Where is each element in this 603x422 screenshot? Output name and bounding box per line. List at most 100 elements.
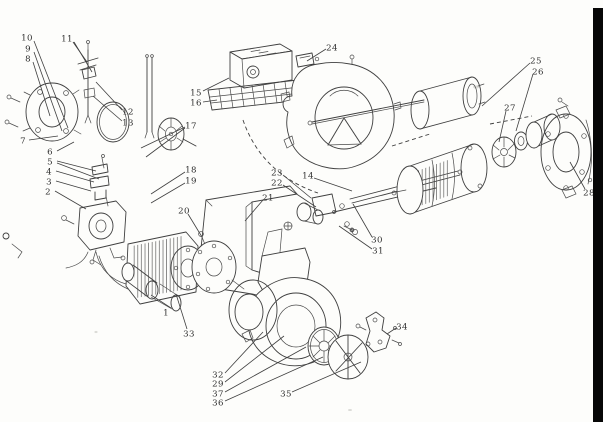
mounting-flange <box>4 82 82 142</box>
part-number-label-10: 10 <box>21 34 33 44</box>
air-tube <box>307 76 486 130</box>
part-number-label-6: 6 <box>47 148 53 158</box>
part-number-label-34: 34 <box>396 323 408 333</box>
leader-line-7 <box>28 135 59 141</box>
terminal-block <box>207 79 303 111</box>
leader-line-15 <box>202 77 230 92</box>
leader-line-30 <box>352 203 373 238</box>
part-number-label-11: 11 <box>61 35 73 45</box>
part-number-label-9: 9 <box>25 45 31 55</box>
part-number-label-13: 13 <box>122 119 134 129</box>
sleeve-cup <box>525 113 561 149</box>
part-number-label-33: 33 <box>183 330 195 340</box>
coupling-hub <box>157 117 197 151</box>
part-number-label-4: 4 <box>46 168 52 178</box>
part-number-label-15: 15 <box>190 89 202 99</box>
mounting-bracket <box>349 227 402 353</box>
scan-border-bar <box>593 8 603 422</box>
leader-line-9 <box>33 51 63 132</box>
leader-line-12 <box>95 81 123 111</box>
part-number-label-1: 1 <box>163 309 169 319</box>
leader-line-2 <box>54 190 87 210</box>
nozzle-valve-assembly <box>283 193 358 235</box>
part-number-label-5: 5 <box>47 158 53 168</box>
leader-line-18 <box>150 171 186 195</box>
leader-line-3 <box>55 180 92 192</box>
leader-line-5 <box>56 162 100 180</box>
leader-line-8 <box>32 61 51 117</box>
part-number-label-12: 12 <box>122 108 134 118</box>
part-number-label-26: 26 <box>532 68 544 78</box>
leader-line-5 <box>56 160 97 172</box>
blower-housing-top <box>280 62 402 170</box>
leader-line-17 <box>145 127 186 158</box>
part-number-label-22: 22 <box>271 179 283 189</box>
leader-line-28 <box>569 161 586 190</box>
part-number-label-17: 17 <box>185 122 197 132</box>
part-number-label-18: 18 <box>185 166 197 176</box>
part-number-label-21: 21 <box>262 194 274 204</box>
part-number-label-27: 27 <box>504 104 516 114</box>
part-number-label-25: 25 <box>530 57 542 67</box>
leader-line-32 <box>224 331 264 374</box>
leader-line-35 <box>291 361 362 393</box>
leader-line-11 <box>73 41 93 73</box>
leader-line-19 <box>150 182 186 204</box>
part-number-label-14: 14 <box>302 172 314 182</box>
pump-mounting-plate <box>191 240 245 294</box>
part-number-label-35: 35 <box>280 390 292 400</box>
leader-line-21 <box>244 199 264 222</box>
part-number-label-23: 23 <box>271 169 283 179</box>
left-edge-fitting <box>2 232 23 259</box>
leader-line-25 <box>481 62 531 107</box>
part-number-label-28: 28 <box>583 189 595 199</box>
part-number-label-30: 30 <box>371 236 383 246</box>
leader-line-4 <box>55 170 95 183</box>
part-number-label-29: 29 <box>212 380 224 390</box>
leader-line-14 <box>313 177 353 192</box>
control-box-connector <box>295 52 320 68</box>
burner-housing <box>241 228 342 367</box>
electrode-rods <box>144 54 155 139</box>
swirl-baffle <box>327 334 371 380</box>
leader-line-27 <box>498 110 507 143</box>
pump-clamp-parts <box>89 154 110 201</box>
part-number-label-8: 8 <box>25 55 31 65</box>
fuel-pump <box>61 195 127 266</box>
leader-line-16 <box>202 99 218 103</box>
part-number-label-36: 36 <box>212 399 224 409</box>
gasket-ring <box>96 101 130 143</box>
part-number-label-7: 7 <box>20 137 26 147</box>
leader-line-20 <box>187 213 203 238</box>
part-number-label-31: 31 <box>372 247 384 257</box>
part-number-label-37: 37 <box>212 390 224 400</box>
dashed-alignment-lines <box>242 115 533 194</box>
leader-line-13 <box>92 95 123 122</box>
leader-line-24 <box>306 48 327 62</box>
part-number-label-3: 3 <box>46 178 52 188</box>
leader-line-17 <box>140 126 186 149</box>
leader-line-6 <box>56 141 75 152</box>
leader-line-10 <box>33 40 69 129</box>
leader-line-33 <box>175 293 188 330</box>
leader-line-29 <box>224 335 285 383</box>
leader-line-34 <box>386 327 397 335</box>
end-flange <box>540 97 593 199</box>
leader-line-22 <box>282 184 317 208</box>
leader-line-26 <box>515 73 534 132</box>
part-number-label-24: 24 <box>326 44 338 54</box>
wires <box>65 251 129 290</box>
part-number-label-20: 20 <box>178 207 190 217</box>
leader-line-31 <box>338 225 373 250</box>
burner-motor <box>125 231 215 305</box>
main-motor <box>391 143 488 215</box>
part-number-label-2: 2 <box>45 188 51 198</box>
part-number-label-16: 16 <box>190 99 202 109</box>
hub-ring <box>514 131 528 151</box>
leader-line-37 <box>224 346 307 393</box>
leader-line-36 <box>224 356 324 402</box>
leader-line-23 <box>282 174 312 199</box>
